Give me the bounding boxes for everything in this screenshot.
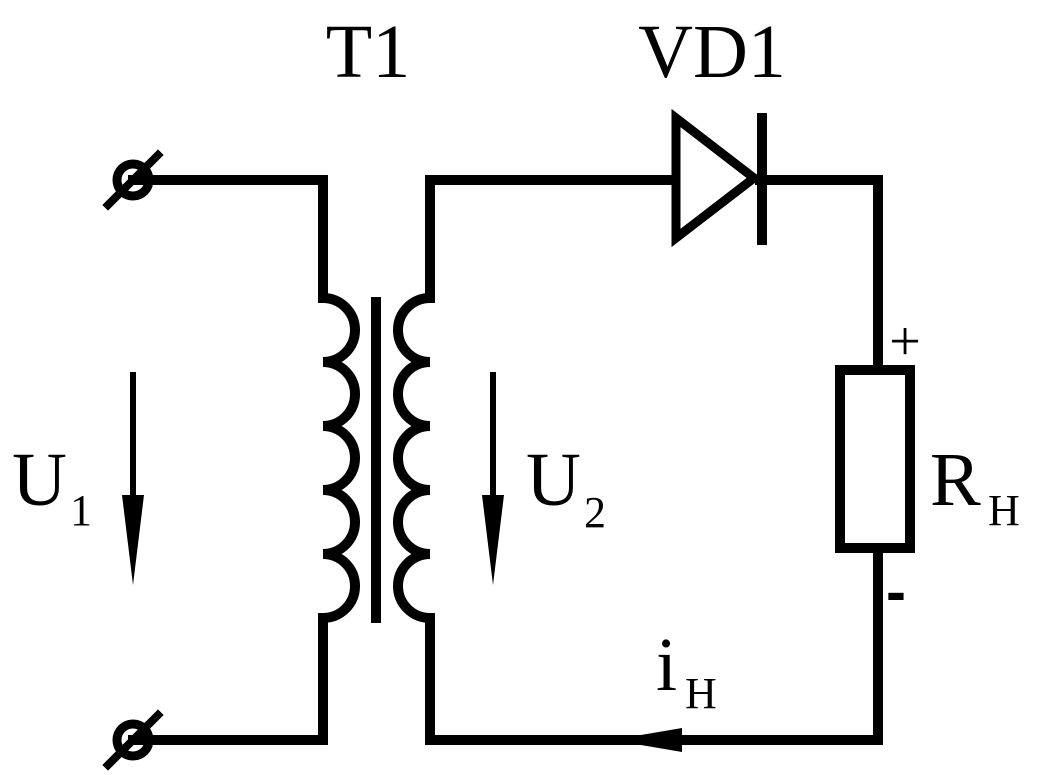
diode-to-load-wire: [755, 175, 883, 375]
load-subscript: Н: [988, 486, 1020, 535]
current-subscript: Н: [685, 669, 717, 718]
secondary-top-wire: [425, 175, 680, 303]
return-wire: [425, 543, 883, 745]
load-resistor: [835, 365, 915, 553]
primary-top-wire: [128, 175, 328, 303]
primary-winding: [317, 292, 360, 624]
u1-subscript: 1: [70, 486, 92, 535]
u2-symbol: U: [526, 438, 581, 522]
load-symbol: R: [930, 438, 981, 522]
input-terminal-bottom: [102, 709, 164, 771]
current-symbol: i: [656, 623, 677, 707]
diode-symbol: [671, 108, 767, 248]
load-minus-sign: -: [886, 558, 906, 625]
diode-label: VD1: [638, 10, 786, 94]
primary-bottom-wire: [128, 613, 328, 745]
load-plus-sign: +: [889, 311, 921, 373]
u2-arrow-icon: [482, 372, 504, 585]
current-arrow-icon: [612, 728, 682, 752]
u1-symbol: U: [12, 438, 67, 522]
u2-subscript: 2: [584, 488, 606, 537]
secondary-winding: [393, 292, 436, 624]
u1-arrow-icon: [122, 372, 144, 585]
transformer-label: T1: [326, 10, 410, 94]
input-terminal-top: [102, 149, 164, 211]
